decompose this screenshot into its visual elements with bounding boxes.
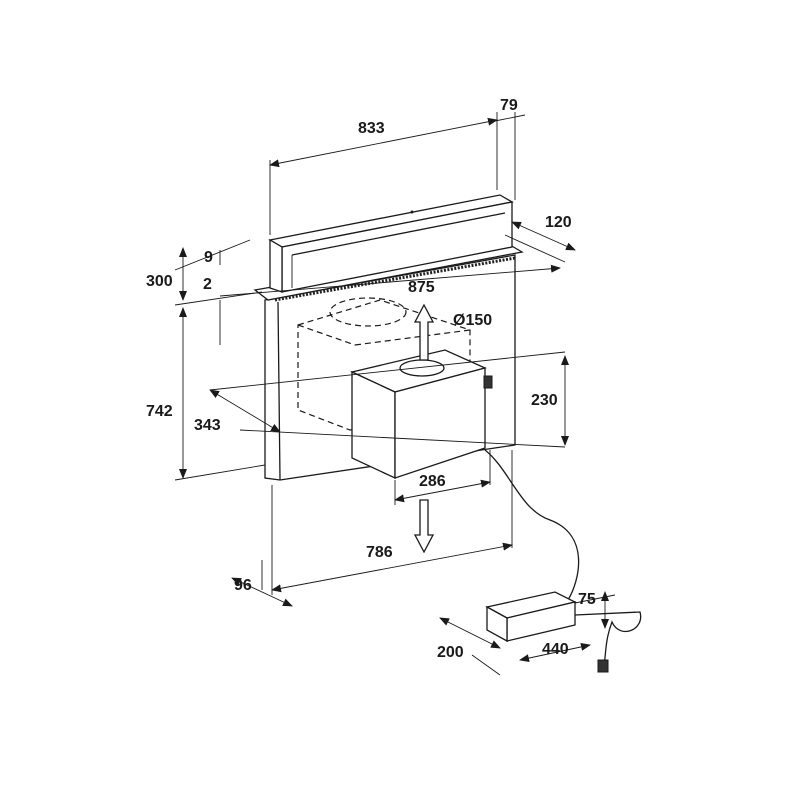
- dim-79: 79: [500, 97, 518, 114]
- dimension-lines: [174, 112, 616, 676]
- dim-286: 286: [419, 473, 446, 490]
- airflow-down-arrow: [413, 499, 435, 554]
- dim-786: 786: [366, 544, 393, 561]
- dim-200: 200: [437, 644, 464, 661]
- dim-833: 833: [358, 120, 385, 137]
- mains-cable: [574, 611, 642, 666]
- dim-150-diameter: Ø150: [453, 312, 492, 329]
- airflow-up-arrow: [413, 303, 435, 361]
- power-cable: [484, 449, 580, 601]
- dim-440: 440: [542, 641, 569, 658]
- dim-230: 230: [531, 392, 558, 409]
- dim-9: 9: [204, 249, 213, 266]
- motor-unit: [350, 349, 493, 480]
- dim-75: 75: [578, 591, 596, 608]
- plug-icon: [597, 659, 609, 673]
- dim-300: 300: [146, 273, 173, 290]
- dim-742: 742: [146, 403, 173, 420]
- dim-96: 96: [234, 577, 252, 594]
- dim-343: 343: [194, 417, 221, 434]
- dim-875: 875: [408, 279, 435, 296]
- hood-riser: [268, 194, 514, 293]
- dim-2: 2: [203, 276, 212, 293]
- dim-120: 120: [545, 214, 572, 231]
- control-box: [485, 591, 577, 643]
